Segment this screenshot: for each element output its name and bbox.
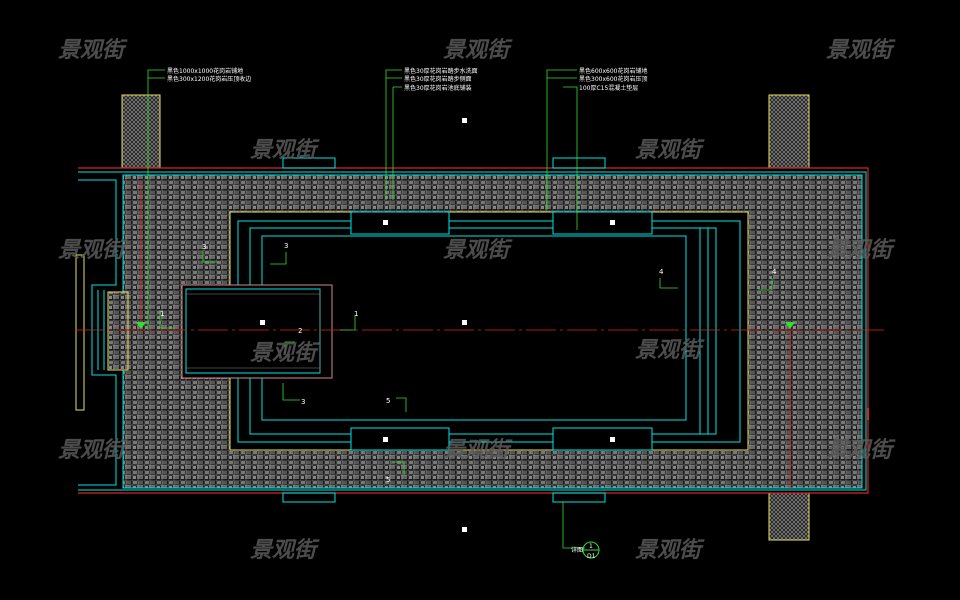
watermark: 景观街 [250,138,320,163]
section-mark: 1 [354,310,358,318]
watermark: 景观街 [58,38,128,63]
site-boundary [78,167,869,494]
section-mark: 3 [284,242,288,250]
callout-label: 详图 [571,546,583,554]
section-mark: 1 [160,310,164,318]
note-mid-3: 黑色30厚花岗岩池底铺装 [404,84,472,92]
section-marks: 1 1 2 3 3 3 4 4 5 5 [160,242,777,484]
watermark: 景观街 [826,438,896,463]
annotation-notes: 黑色1000x1000花岗岩铺地 黑色300x1200花岗岩压顶收边 黑色30厚… [167,67,647,560]
watermark: 景观街 [250,538,320,563]
island-platform [181,284,333,379]
leader-lines [147,69,773,549]
watermark: 景观街 [443,238,513,263]
section-mark: 3 [301,398,305,406]
watermark: 景观街 [826,238,896,263]
note-right-2: 黑色300x600花岗岩压顶 [579,75,647,83]
note-left-1: 黑色1000x1000花岗岩铺地 [167,67,243,75]
watermark: 景观街 [635,138,705,163]
section-mark: 5 [386,476,390,484]
watermark: 景观街 [826,38,896,63]
note-mid-2: 黑色30厚花岗岩踏步侧面 [404,75,472,83]
callout-sheet: D1 [587,553,596,560]
section-mark: 4 [659,268,664,276]
watermark: 景观街 [635,338,705,363]
section-mark: 4 [772,268,777,276]
section-mark: 5 [386,397,390,405]
watermark: 景观街 [58,238,128,263]
note-right-3: 100厚C15混凝土垫层 [579,84,638,92]
watermark: 景观街 [635,538,705,563]
watermark: 景观街 [58,438,128,463]
watermark: 景观街 [443,438,513,463]
note-left-2: 黑色300x1200花岗岩压顶收边 [167,75,251,83]
section-mark: 2 [298,327,302,335]
watermark: 景观街 [443,38,513,63]
watermarks: 景观街 景观街 景观街 景观街 景观街 景观街 景观街 景观街 景观街 景观街 … [58,38,896,563]
callout-number: 1 [589,543,593,550]
section-mark: 3 [202,243,206,251]
watermark: 景观街 [250,341,320,366]
note-right-1: 黑色600x600花岗岩铺地 [579,67,647,75]
note-mid-1: 黑色30厚花岗岩踏步水洗面 [404,67,478,75]
